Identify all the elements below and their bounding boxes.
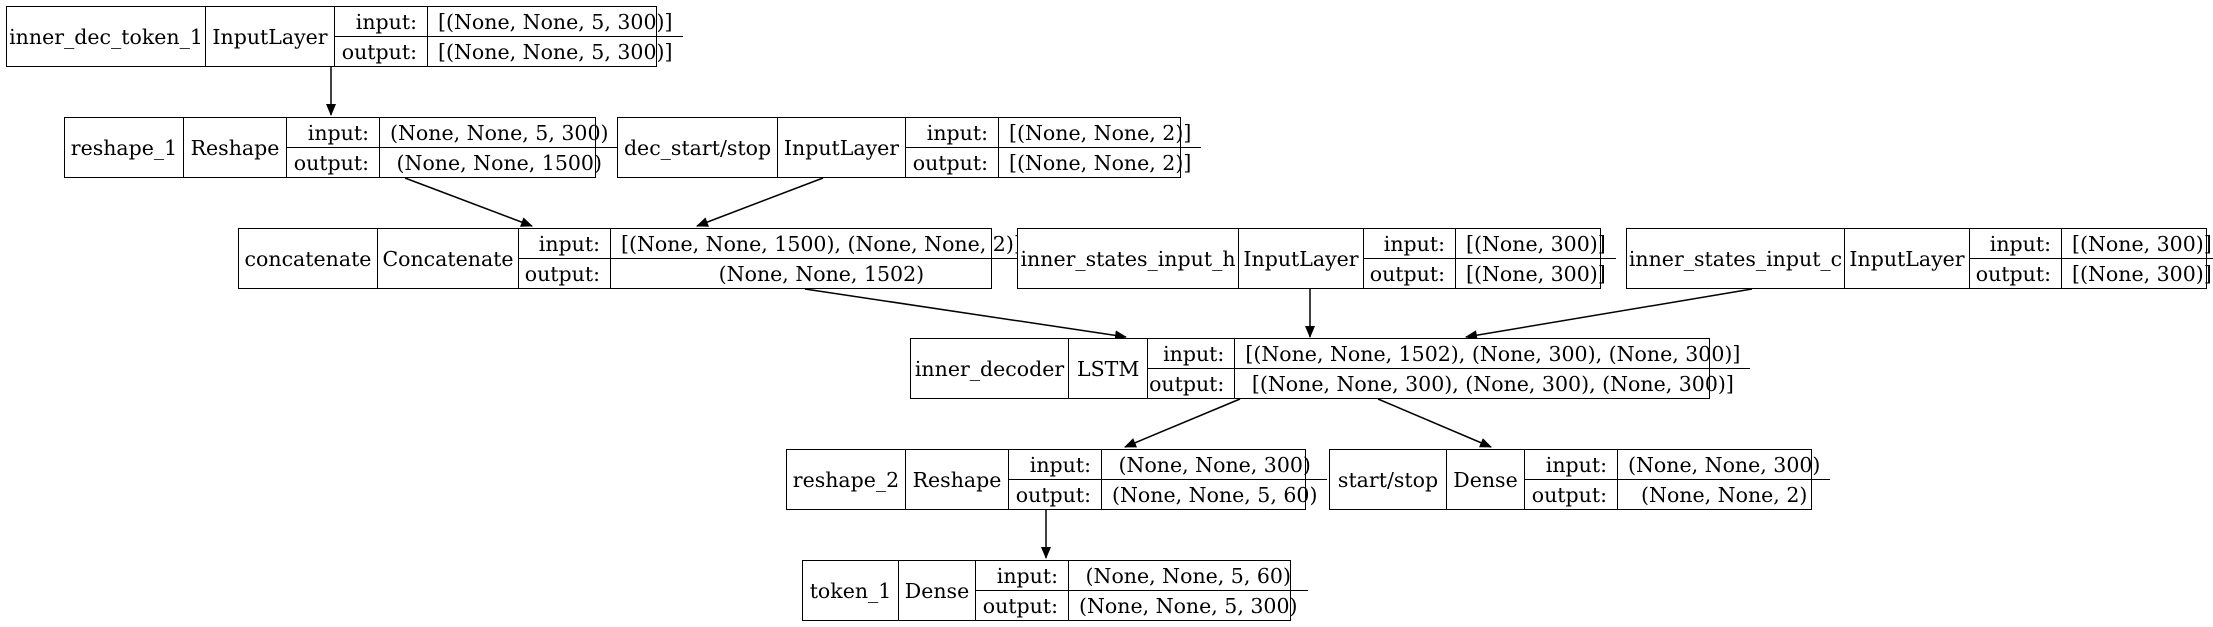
layer-name: reshape_2 (787, 450, 906, 509)
layer-name: inner_dec_token_1 (7, 7, 206, 66)
input-shape: [(None, None, 2)] (999, 118, 1202, 148)
output-label: output: (1531, 482, 1607, 507)
input-label: input: (1970, 229, 2061, 259)
layer-type: InputLayer (1845, 229, 1970, 288)
io-labels: input: output: (976, 561, 1069, 620)
io-values: (None, None, 5, 300) (None, None, 1500) (380, 118, 619, 177)
layer-name: inner_states_input_h (1018, 229, 1239, 288)
layer-type: Concatenate (378, 229, 519, 288)
edge-n3-to-n6 (804, 288, 1127, 341)
output-shape: (None, None, 1500) (396, 150, 602, 175)
output-shape: (None, None, 2) (1641, 482, 1808, 507)
input-shape: [(None, 300)] (2062, 229, 2213, 259)
layer-node-inner-decoder: inner_decoder LSTM input: output: [(None… (910, 338, 1751, 399)
layer-node-inner-dec-token-1: inner_dec_token_1 InputLayer input: outp… (6, 6, 683, 67)
input-label: input: (335, 7, 427, 37)
input-shape: (None, None, 300) (1618, 450, 1831, 480)
output-shape: [(None, None, 2)] (1009, 150, 1192, 175)
edge-n5-to-n6 (1465, 288, 1753, 341)
input-label: input: (519, 229, 610, 259)
io-values: [(None, 300)] [(None, 300)] (2062, 229, 2213, 288)
io-labels: input: output: (1148, 339, 1236, 398)
input-shape: [(None, None, 5, 300)] (428, 7, 683, 37)
input-label: input: (976, 561, 1068, 591)
output-shape: [(None, None, 5, 300)] (438, 39, 673, 64)
output-shape: [(None, 300)] (2072, 261, 2212, 286)
layer-name: dec_start/stop (618, 118, 778, 177)
layer-type: InputLayer (778, 118, 906, 177)
io-labels: input: output: (519, 229, 611, 288)
input-label: input: (1525, 450, 1617, 480)
output-shape: (None, None, 5, 60) (1112, 482, 1318, 507)
layer-node-dec-start-stop: dec_start/stop InputLayer input: output:… (617, 117, 1202, 178)
layer-name: inner_states_input_c (1627, 229, 1845, 288)
output-label: output: (524, 261, 600, 286)
layer-node-token-1: token_1 Dense input: output: (None, None… (802, 560, 1308, 621)
layer-name: concatenate (239, 229, 378, 288)
io-values: [(None, None, 1502), (None, 300), (None,… (1235, 339, 1751, 398)
input-shape: (None, None, 5, 300) (380, 118, 619, 148)
edge-n1-to-n3 (404, 177, 533, 227)
layer-type: Reshape (906, 450, 1009, 509)
io-values: (None, None, 5, 60) (None, None, 5, 300) (1069, 561, 1308, 620)
input-shape: [(None, 300)] (1456, 229, 1616, 259)
layer-name: inner_decoder (911, 339, 1069, 398)
layer-node-reshape-2: reshape_2 Reshape input: output: (None, … (786, 449, 1328, 510)
io-labels: input: output: (1009, 450, 1102, 509)
io-labels: input: output: (1970, 229, 2062, 288)
layer-name: start/stop (1330, 450, 1447, 509)
layer-node-reshape-1: reshape_1 Reshape input: output: (None, … (64, 117, 619, 178)
edge-n6-to-n7 (1124, 398, 1241, 448)
input-label: input: (1364, 229, 1455, 259)
layer-type: Dense (899, 561, 976, 620)
output-label: output: (1015, 482, 1091, 507)
output-shape: [(None, None, 300), (None, 300), (None, … (1251, 371, 1734, 396)
io-labels: input: output: (1364, 229, 1456, 288)
io-values: (None, None, 300) (None, None, 2) (1618, 450, 1831, 509)
edge-n2-to-n3 (696, 177, 824, 227)
io-labels: input: output: (1525, 450, 1618, 509)
output-label: output: (1149, 371, 1225, 396)
io-values: [(None, 300)] [(None, 300)] (1456, 229, 1616, 288)
layer-node-inner-states-input-h: inner_states_input_h InputLayer input: o… (1017, 228, 1616, 289)
layer-name: reshape_1 (65, 118, 184, 177)
output-label: output: (293, 150, 369, 175)
output-label: output: (341, 39, 417, 64)
layer-type: Dense (1447, 450, 1525, 509)
io-values: [(None, None, 5, 300)] [(None, None, 5, … (428, 7, 683, 66)
io-values: (None, None, 300) (None, None, 5, 60) (1102, 450, 1328, 509)
output-shape: (None, None, 1502) (718, 261, 925, 286)
output-label: output: (1369, 261, 1445, 286)
input-shape: [(None, None, 1502), (None, 300), (None,… (1235, 339, 1751, 369)
io-values: [(None, None, 2)] [(None, None, 2)] (999, 118, 1202, 177)
layer-name: token_1 (803, 561, 899, 620)
output-shape: (None, None, 5, 300) (1079, 593, 1298, 618)
output-label: output: (982, 593, 1058, 618)
input-shape: [(None, None, 1500), (None, None, 2)] (611, 229, 1032, 259)
output-label: output: (912, 150, 988, 175)
io-labels: input: output: (287, 118, 380, 177)
edge-n6-to-n8 (1377, 398, 1492, 448)
output-shape: [(None, 300)] (1466, 261, 1606, 286)
input-shape: (None, None, 300) (1102, 450, 1328, 480)
layer-type: InputLayer (1239, 229, 1364, 288)
io-values: [(None, None, 1500), (None, None, 2)] (N… (611, 229, 1032, 288)
io-labels: input: output: (906, 118, 999, 177)
layer-type: InputLayer (206, 7, 335, 66)
io-labels: input: output: (335, 7, 428, 66)
layer-node-start-stop: start/stop Dense input: output: (None, N… (1329, 449, 1831, 510)
input-label: input: (1009, 450, 1101, 480)
input-label: input: (287, 118, 379, 148)
input-shape: (None, None, 5, 60) (1069, 561, 1308, 591)
layer-node-inner-states-input-c: inner_states_input_c InputLayer input: o… (1626, 228, 2213, 289)
input-label: input: (1148, 339, 1235, 369)
layer-type: LSTM (1069, 339, 1149, 398)
input-label: input: (906, 118, 998, 148)
layer-node-concatenate: concatenate Concatenate input: output: [… (238, 228, 1032, 289)
layer-type: Reshape (184, 118, 287, 177)
output-label: output: (1975, 261, 2051, 286)
